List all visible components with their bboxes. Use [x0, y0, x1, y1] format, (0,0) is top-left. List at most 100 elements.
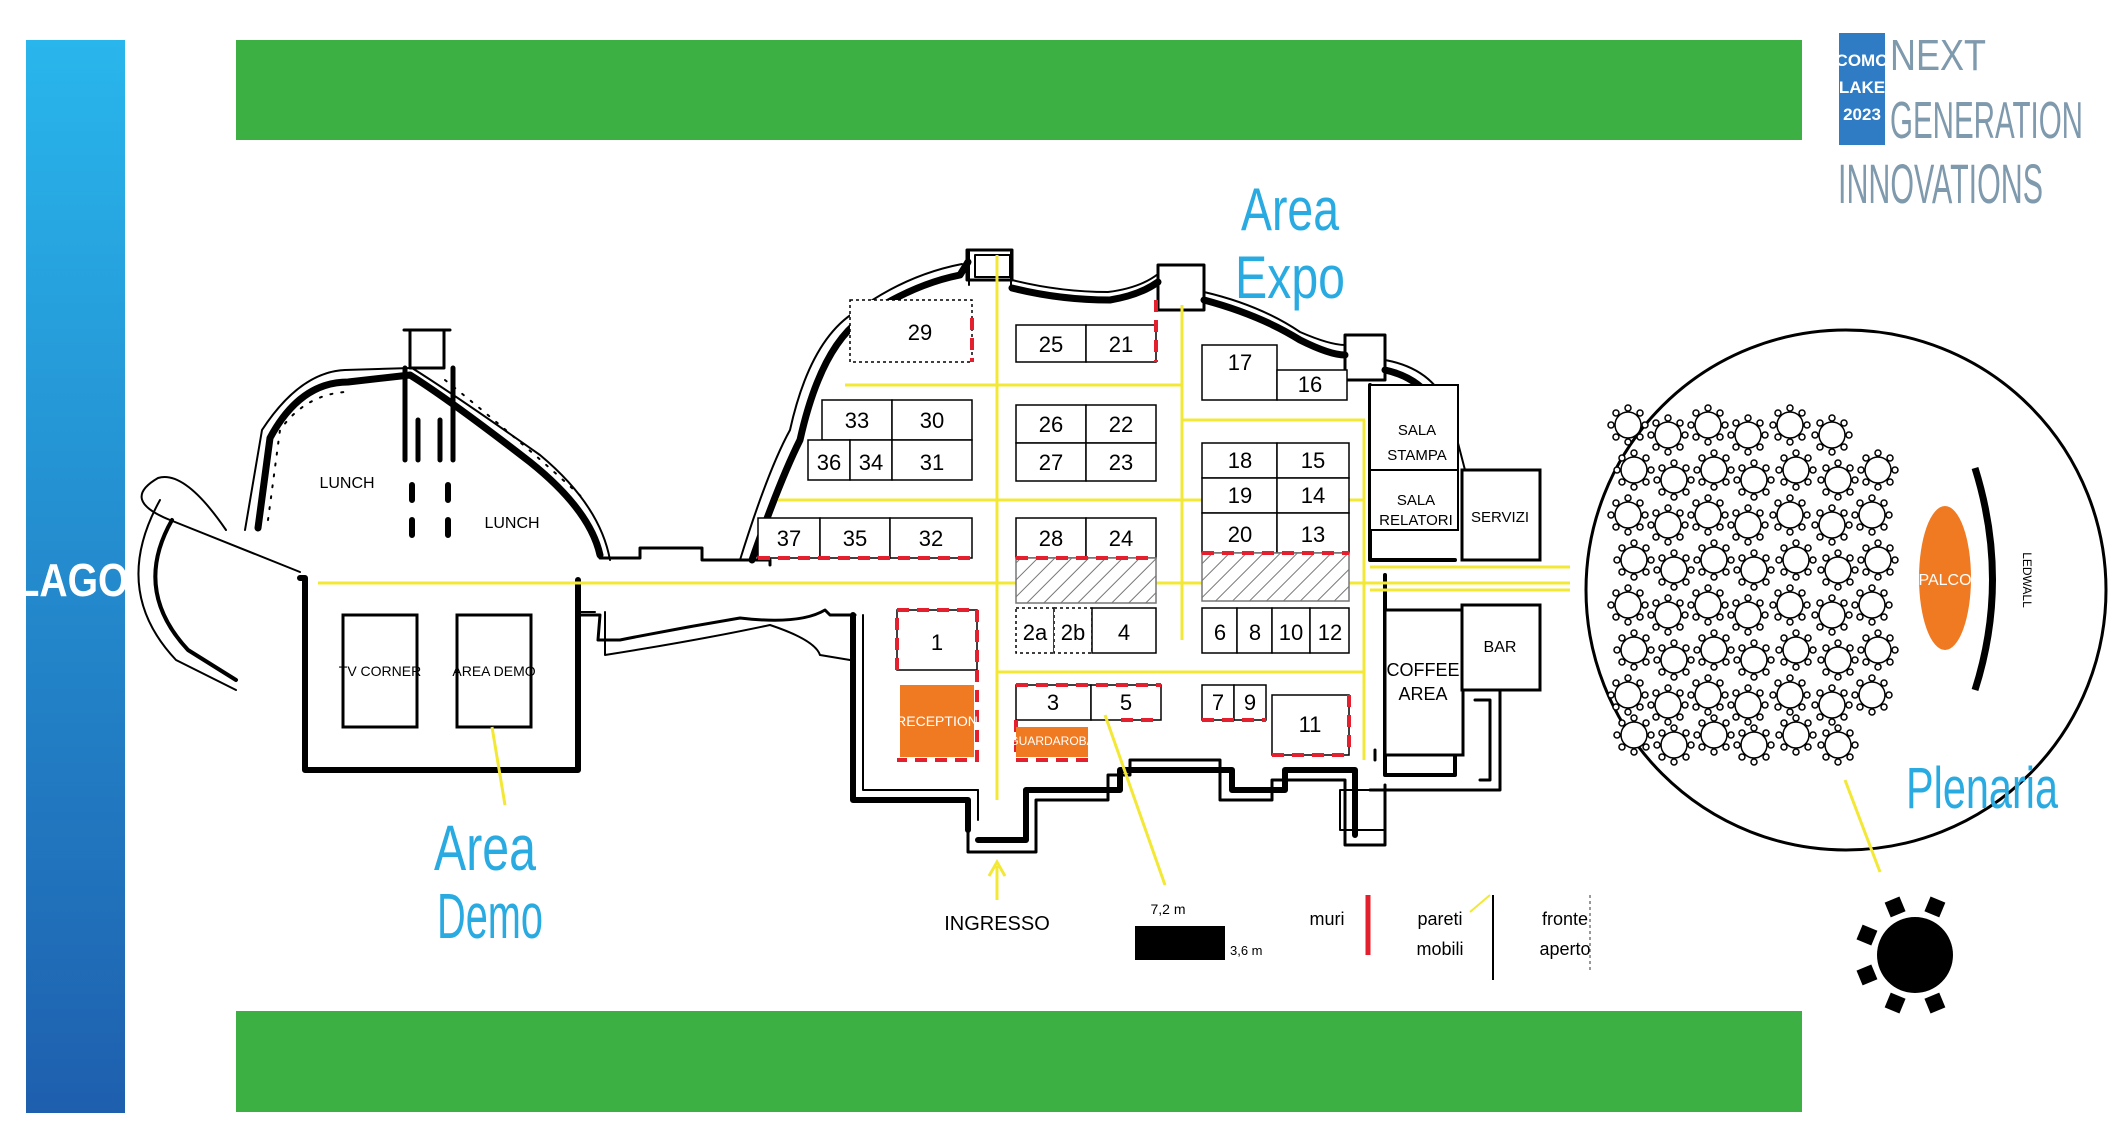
chair: [1676, 599, 1684, 607]
chair: [1761, 701, 1769, 709]
area-demo-room-label: AREA DEMO: [452, 663, 535, 679]
chair: [1834, 673, 1842, 681]
chair: [1811, 611, 1819, 619]
booth-label: 11: [1299, 712, 1322, 737]
chair: [1856, 523, 1864, 531]
chair: [1834, 758, 1842, 766]
chair: [1774, 433, 1782, 441]
booth-27: [1015, 442, 1087, 482]
booth-label: 8: [1249, 620, 1261, 645]
chair: [1886, 568, 1894, 576]
area-demo-label-line2: Demo: [437, 880, 543, 952]
chair: [1846, 668, 1854, 676]
chair: [1710, 539, 1718, 547]
booth-label: 2a: [1023, 620, 1048, 645]
chair: [1716, 613, 1724, 621]
chair: [1828, 628, 1836, 636]
chair: [1786, 618, 1794, 626]
ledwall: [1971, 466, 1996, 692]
chair: [1698, 719, 1706, 727]
chair: [1786, 674, 1794, 682]
chair: [1886, 454, 1894, 462]
chair: [1798, 433, 1806, 441]
chair: [1834, 549, 1842, 557]
chair: [1845, 521, 1853, 529]
chair: [1816, 533, 1824, 541]
chair: [1630, 483, 1638, 491]
chair: [1767, 476, 1775, 484]
booth-label: 10: [1279, 620, 1303, 645]
chair: [1874, 573, 1882, 581]
round-table: [1700, 721, 1728, 749]
booth-label: 25: [1039, 332, 1063, 357]
chair: [1851, 601, 1859, 609]
chair: [1840, 599, 1848, 607]
round-table: [1660, 466, 1688, 494]
chair: [1682, 554, 1690, 562]
chair: [1816, 623, 1824, 631]
round-table: [1782, 721, 1810, 749]
chair: [1738, 644, 1746, 652]
booth-1: [896, 609, 978, 671]
chair: [1636, 409, 1644, 417]
chair: [1809, 731, 1817, 739]
chair: [1636, 703, 1644, 711]
chair: [1874, 629, 1882, 637]
chair: [1733, 741, 1741, 749]
chair: [1642, 743, 1650, 751]
bar-room: [1460, 603, 1542, 692]
chair: [1775, 466, 1783, 474]
chair: [1798, 589, 1806, 597]
chair: [1792, 483, 1800, 491]
booth-label: 30: [920, 408, 944, 433]
round-table: [1694, 681, 1722, 709]
chair: [1744, 414, 1752, 422]
chair: [1750, 673, 1758, 681]
chair: [1664, 504, 1672, 512]
booth-label: 32: [919, 526, 943, 551]
chair: [1762, 578, 1770, 586]
chair: [1682, 729, 1690, 737]
chair: [1710, 714, 1718, 722]
chair: [1822, 554, 1830, 562]
chair: [1769, 601, 1777, 609]
chair: [1744, 594, 1752, 602]
chair: [1664, 628, 1672, 636]
chair: [1733, 476, 1741, 484]
chair: [1846, 578, 1854, 586]
chair: [1618, 544, 1626, 552]
round-table: [1864, 546, 1892, 574]
chair: [1682, 578, 1690, 586]
chair: [1880, 679, 1888, 687]
chair: [1840, 623, 1848, 631]
chair: [1750, 724, 1758, 732]
chair: [1792, 663, 1800, 671]
area-demo-label-line1: Area: [434, 812, 536, 884]
booth-label: 18: [1228, 448, 1252, 473]
guardaroba-label: GUARDAROBA: [1009, 734, 1094, 748]
booth-grid: [341, 299, 1542, 757]
booth-label: 26: [1039, 412, 1063, 437]
svg-text:COMO: COMO: [1836, 51, 1889, 70]
booth-label: 2b: [1061, 620, 1085, 645]
round-table: [1782, 546, 1810, 574]
chair: [1811, 521, 1819, 529]
booth-29: [849, 299, 973, 363]
chair: [1624, 494, 1632, 502]
coffee-label-2: AREA: [1398, 684, 1447, 704]
chair: [1891, 466, 1899, 474]
round-table: [1620, 546, 1648, 574]
chair: [1834, 583, 1842, 591]
chair: [1834, 639, 1842, 647]
chair: [1732, 509, 1740, 517]
chair: [1798, 679, 1806, 687]
chair: [1809, 556, 1817, 564]
booth-label: 4: [1118, 620, 1130, 645]
chair: [1716, 523, 1724, 531]
chair: [1803, 421, 1811, 429]
chair: [1642, 454, 1650, 462]
chair: [1809, 466, 1817, 474]
chair: [1652, 713, 1660, 721]
chair: [1687, 741, 1695, 749]
round-table: [1740, 556, 1768, 584]
